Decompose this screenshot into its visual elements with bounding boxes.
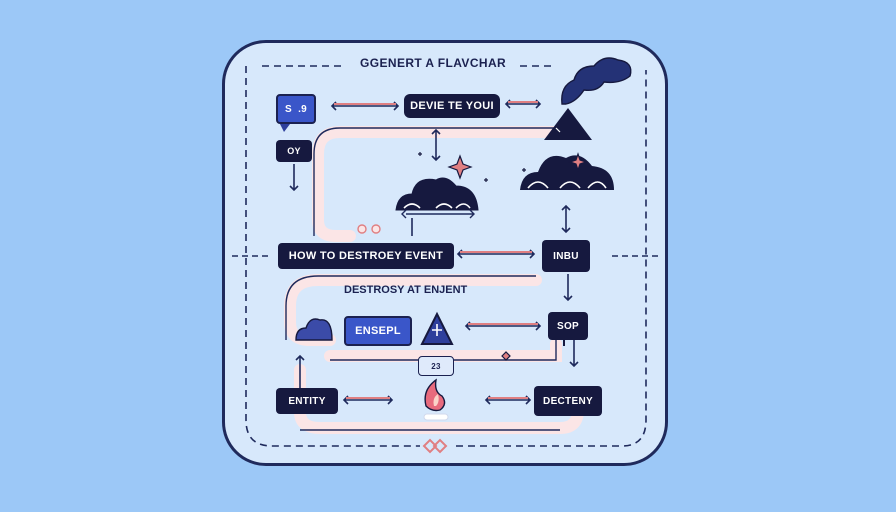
dots-indicator [357, 224, 381, 234]
entity-node[interactable]: ENTITY [276, 388, 338, 414]
arrow-inbu-down [563, 274, 573, 302]
cloud-icon-small [295, 318, 333, 341]
destroy-event-node[interactable]: HOW TO DESTROEY EVENT [278, 243, 454, 269]
flow-path [284, 126, 584, 434]
arrow-top-down [431, 128, 441, 162]
arrow-entity-up [295, 354, 305, 390]
oy-node[interactable]: OY [276, 140, 312, 162]
ensepl-node[interactable]: ENSEPL [344, 316, 412, 346]
small-tag-node: 23 [418, 356, 454, 376]
smoke-icon [561, 57, 632, 105]
warning-triangle-icon [420, 311, 454, 345]
sop-node[interactable]: SOP [548, 312, 588, 340]
dashed-outline [245, 66, 647, 447]
arrow-sop-down [569, 340, 579, 368]
inbu-node[interactable]: INBU [542, 240, 590, 272]
arrow-cloud-inbu [561, 204, 571, 234]
flow-path-outline [285, 127, 560, 431]
mountain-icon [544, 108, 592, 140]
sparkle-icons [418, 152, 588, 361]
cloud-icon-right [520, 155, 614, 190]
bottom-diamond-icon [422, 438, 448, 454]
cloud-icon-center [395, 177, 479, 219]
top-center-node[interactable]: DEVIE TE YOUI [404, 94, 500, 118]
arrow-highlights [334, 101, 538, 399]
arrow-oy-down [289, 164, 299, 192]
page-title: GGENERT A FLAVCHAR [360, 56, 507, 70]
speech-tail [280, 124, 290, 132]
flame-icon [423, 378, 449, 421]
small-box-node[interactable]: S .9 [276, 94, 316, 124]
decteny-node[interactable]: DECTENY [534, 386, 602, 416]
section-label: DESTROSY AT ENJENT [344, 284, 468, 296]
